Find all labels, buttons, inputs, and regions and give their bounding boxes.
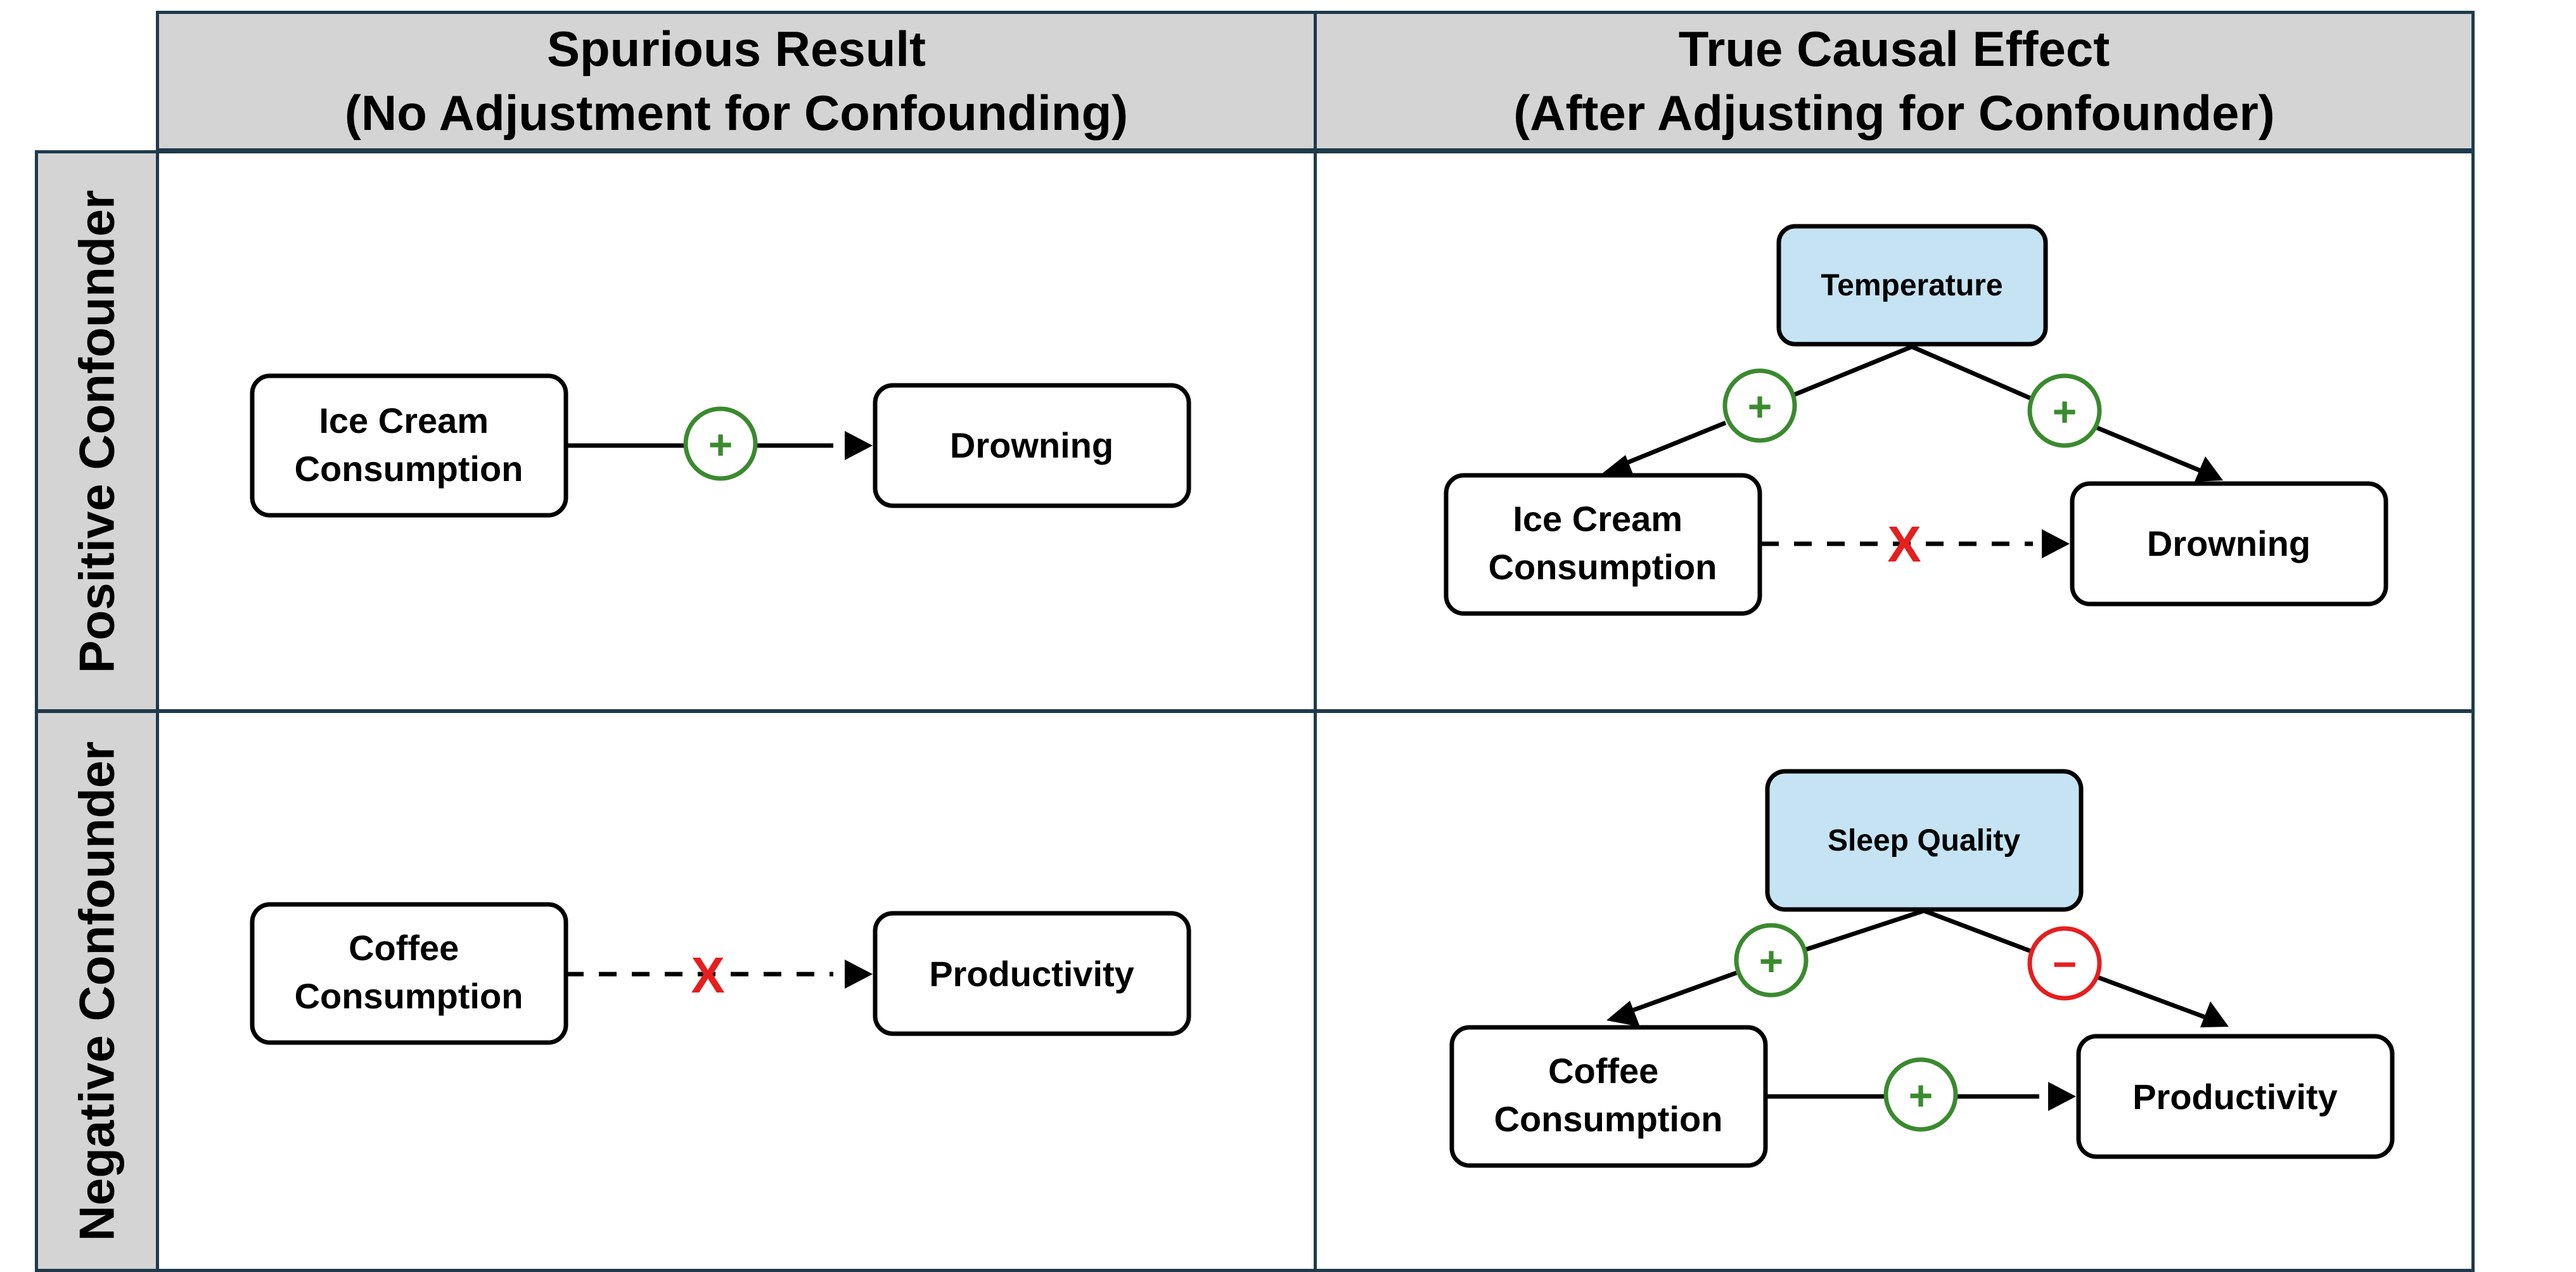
node-sleep-quality-label: Sleep Quality: [1828, 824, 2020, 858]
edge-line: [1923, 908, 2034, 954]
arrowhead: [2042, 529, 2070, 558]
positive-sign: +: [2053, 388, 2077, 435]
positive-sign-circle: [2027, 373, 2102, 448]
edge-line: [1621, 970, 1738, 1017]
positive-sign: +: [1909, 1072, 1933, 1119]
node-ice-cream-label: Ice Cream Consumption: [1489, 499, 1717, 587]
positive-sign-circle: [1883, 1057, 1958, 1132]
node-productivity-label: Productivity: [929, 954, 1134, 994]
positive-sign-circle: [683, 406, 758, 481]
node-drowning: [2070, 481, 2388, 607]
node-drowning-label: Drowning: [2147, 524, 2310, 563]
arrowhead: [1606, 1001, 1640, 1027]
node-temperature: [1776, 224, 2048, 347]
arrowhead: [2048, 1082, 2076, 1111]
row-header-positive: Positive Confounder: [35, 150, 159, 712]
node-coffee-label: Coffee Consumption: [1494, 1051, 1723, 1139]
node-productivity: [2076, 1034, 2395, 1159]
edge-line: [1786, 344, 1913, 400]
node-ice-cream-label: Ice Cream Consumption: [295, 401, 523, 489]
edge-line: [2093, 973, 2212, 1022]
edge-line: [2094, 425, 2205, 475]
column-header-spurious: Spurious Result (No Adjustment for Confo…: [156, 11, 1317, 151]
diagram-negative-true: + − + Sleep Quality Coffee Consumption P…: [1449, 769, 2395, 1168]
positive-sign-circle: [1722, 368, 1797, 443]
edge-line: [1797, 908, 1925, 954]
node-sleep-quality: [1765, 769, 2084, 912]
node-drowning: [873, 383, 1191, 508]
no-effect-mark: X: [691, 947, 724, 1003]
arrowhead: [2200, 1001, 2229, 1027]
node-coffee: [250, 902, 568, 1045]
arrowhead: [2195, 456, 2223, 482]
node-ice-cream: [1444, 473, 1762, 616]
column-header-true-effect: True Causal Effect (After Adjusting for …: [1314, 11, 2475, 151]
negative-sign: −: [2053, 941, 2077, 987]
diagram-negative-spurious: X Coffee Consumption Productivity: [250, 902, 1191, 1045]
node-productivity-label: Productivity: [2132, 1077, 2338, 1117]
node-productivity: [873, 911, 1191, 1036]
positive-sign-circle: [1734, 923, 1809, 998]
diagram-positive-spurious: + Ice Cream Consumption Drowning: [250, 373, 1191, 518]
edge-line: [1617, 420, 1727, 469]
diagram-positive-true: + + X Temperature Ice Cream Consumption …: [1444, 224, 2388, 616]
negative-sign-circle: [2027, 926, 2102, 1001]
row-header-negative: Negative Confounder: [35, 710, 159, 1272]
positive-sign: +: [1748, 383, 1772, 430]
node-coffee-label: Coffee Consumption: [295, 928, 523, 1016]
no-effect-mark: X: [1887, 516, 1921, 572]
node-coffee: [1449, 1025, 1768, 1168]
node-temperature-label: Temperature: [1821, 269, 2002, 302]
node-ice-cream: [250, 373, 568, 518]
node-drowning-label: Drowning: [950, 425, 1113, 465]
edge-line: [1911, 344, 2034, 402]
arrowhead: [845, 431, 873, 460]
arrowhead: [845, 960, 873, 989]
positive-sign: +: [1759, 937, 1784, 984]
positive-sign: +: [708, 421, 733, 468]
